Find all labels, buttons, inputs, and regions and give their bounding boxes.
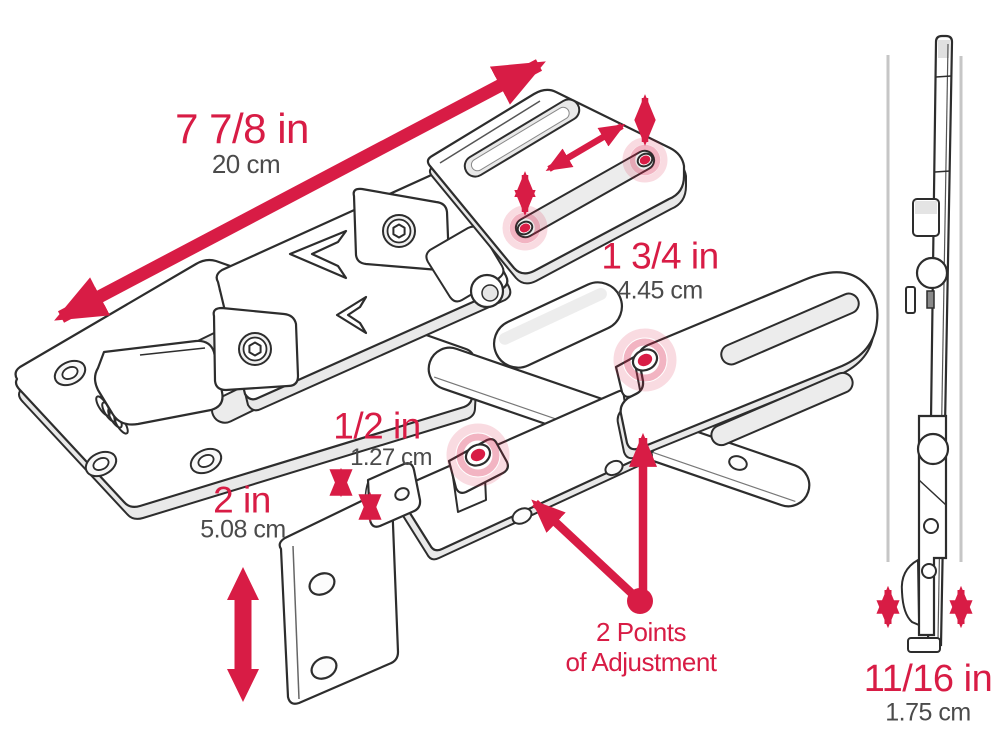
thickness-metric-label: 1.75 cm <box>885 698 971 727</box>
hex-screw <box>382 214 416 248</box>
offset-metric-label: 1.27 cm <box>350 444 432 471</box>
callout-dot-icon <box>627 588 653 614</box>
side-profile-view <box>886 34 963 653</box>
adjustment-point-marker <box>446 423 510 487</box>
mounting-hole <box>53 359 223 478</box>
adjustment-callout-line2: of Adjustment <box>565 647 717 677</box>
height-imperial-label: 2 in <box>213 479 271 521</box>
adjustment-callout-pointer <box>531 432 658 614</box>
length-arrow-icon <box>54 59 546 323</box>
adjustment-point-marker <box>613 328 677 392</box>
length-metric-label: 20 cm <box>211 149 281 179</box>
width-metric-label: 4.45 cm <box>617 276 703 305</box>
height-arrow-icon <box>227 567 259 702</box>
length-imperial-label: 7 7/8 in <box>175 105 309 152</box>
adjustment-point-marker <box>622 137 668 183</box>
dimension-arrows <box>54 59 973 629</box>
latch-lever <box>93 339 224 426</box>
adjustment-callout-line1: 2 Points <box>596 617 686 647</box>
mounting-plate <box>278 490 400 705</box>
slot-travel-arrow-icon <box>545 123 626 172</box>
thickness-imperial-label: 11/16 in <box>863 658 993 700</box>
adjustment-point-marker <box>502 205 548 251</box>
offset-imperial-label: 1/2 in <box>333 405 421 447</box>
height-metric-label: 5.08 cm <box>200 515 286 544</box>
adjustment-point-markers <box>446 137 677 487</box>
hex-screw <box>238 332 272 366</box>
width-imperial-label: 1 3/4 in <box>601 235 719 277</box>
